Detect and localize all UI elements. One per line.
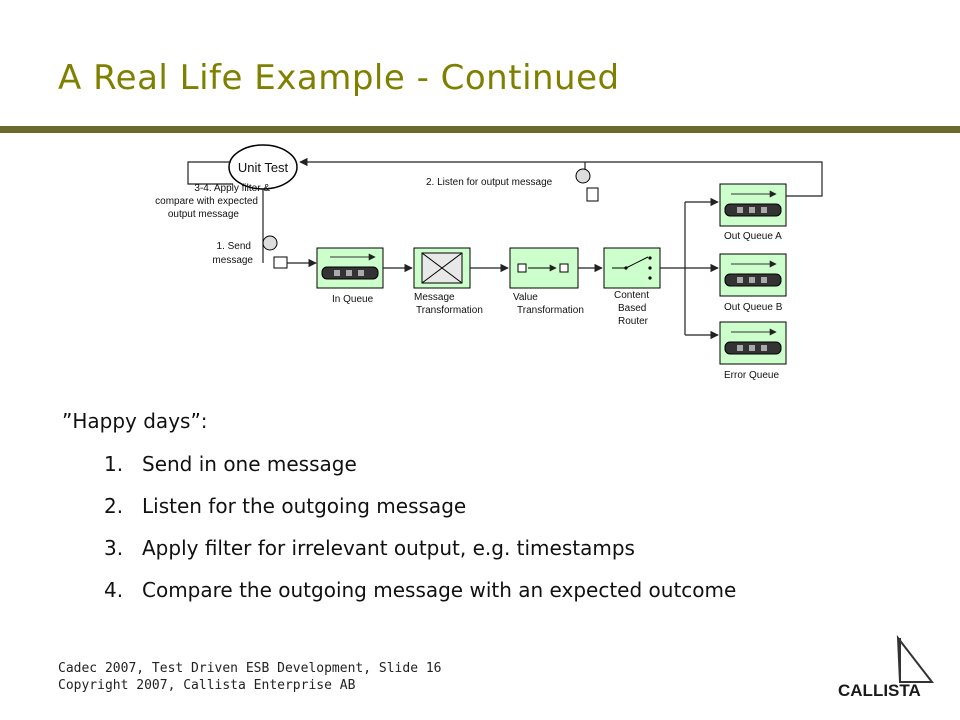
send-endpoint: [262, 235, 278, 251]
unit-test-label: Unit Test: [238, 160, 289, 175]
slide-footer: Cadec 2007, Test Driven ESB Development,…: [58, 660, 442, 694]
footer-line-1: Cadec 2007, Test Driven ESB Development,…: [58, 661, 442, 676]
message-transformation-label-2: Transformation: [416, 305, 483, 316]
listen-message-icon: [586, 187, 599, 202]
send-label-1: 1. Send: [217, 241, 251, 252]
apply-filter-label-2: compare with expected: [155, 196, 258, 207]
in-queue-label: In Queue: [332, 294, 374, 305]
list-item: 4.Compare the outgoing message with an e…: [104, 578, 737, 602]
send-label-2: message: [212, 255, 253, 266]
content-based-router-label-2: Based: [618, 303, 646, 314]
value-transformation-label-2: Transformation: [517, 305, 584, 316]
apply-filter-label-3: output message: [168, 209, 240, 220]
steps-list: 1.Send in one message 2.Listen for the o…: [104, 452, 736, 620]
content-based-router-label-1: Content: [614, 290, 649, 301]
intro-text: ”Happy days”:: [62, 409, 208, 433]
sail-icon: [896, 634, 935, 683]
list-item: 2.Listen for the outgoing message: [104, 494, 467, 518]
message-transformation-label-1: Message: [414, 292, 455, 303]
out-queue-a-label: Out Queue A: [724, 231, 782, 242]
listen-endpoint: [575, 168, 591, 184]
listen-label: 2. Listen for output message: [426, 177, 553, 188]
content-based-router-label-3: Router: [618, 316, 649, 327]
callista-logo: CALLISTA: [838, 634, 935, 700]
logo-text: CALLISTA: [838, 681, 921, 700]
apply-filter-label-1: 3-4. Apply filter &: [194, 183, 270, 194]
out-queue-b-label: Out Queue B: [724, 302, 783, 313]
send-message-icon: [273, 256, 288, 269]
error-queue-label: Error Queue: [724, 370, 779, 381]
listen-return-line: [299, 157, 823, 197]
self-loop: [187, 161, 233, 185]
slide-title: A Real Life Example - Continued: [58, 58, 620, 98]
value-transformation-label-1: Value: [513, 292, 538, 303]
title-divider: [0, 126, 960, 133]
footer-line-2: Copyright 2007, Callista Enterprise AB: [58, 678, 356, 693]
list-item: 3.Apply filter for irrelevant output, e.…: [104, 536, 635, 560]
list-item: 1.Send in one message: [104, 452, 357, 476]
